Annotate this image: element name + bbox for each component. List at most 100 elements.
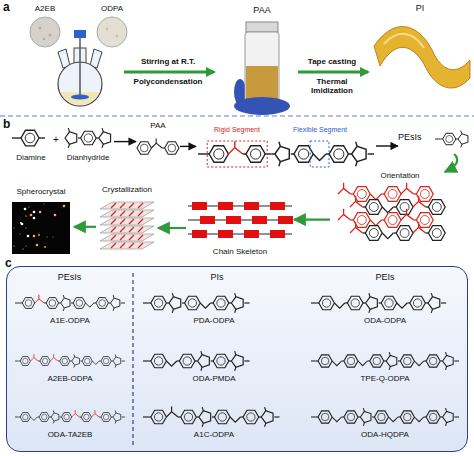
text-label: Tape casting: [294, 58, 370, 67]
node-label: A2EB-ODPA: [11, 375, 129, 384]
node-label: A1C-ODPA: [139, 431, 289, 440]
ether-link: [414, 361, 423, 366]
bond-line: [12, 137, 18, 138]
node-label: PEsIs: [7, 273, 132, 283]
film-highlight: [384, 34, 424, 48]
node-label: c: [5, 257, 12, 270]
aromatic-circle: [420, 216, 429, 225]
node-label: ODA-TA2EB: [11, 431, 129, 440]
aromatic-circle: [334, 149, 344, 159]
structure-drawing: [11, 347, 129, 393]
benzene-ring: [443, 133, 456, 144]
ether-link: [30, 417, 37, 420]
polymer-structure: [435, 131, 468, 148]
text-label: A2EB: [30, 5, 60, 14]
imide-ring: [65, 132, 77, 144]
aromatic-circle: [217, 299, 225, 307]
polymer-structure: [12, 130, 45, 146]
bond-line: [461, 131, 462, 134]
structure-node: Spherocrystal: [8, 188, 74, 256]
benzene-ring: [426, 411, 440, 423]
structure-drawing: [11, 403, 129, 449]
aromatic-circle: [103, 358, 109, 364]
bond-line: [33, 354, 34, 357]
powder-grain: [49, 34, 52, 37]
bond-line: [201, 367, 202, 371]
bond-line: [53, 410, 55, 412]
aromatic-circle: [400, 229, 409, 238]
lamella-chain: [129, 203, 134, 208]
bond-line: [63, 308, 65, 311]
aromatic-circle: [49, 300, 56, 307]
polymer-structure: [65, 128, 111, 148]
node-label: Flexible Segment: [284, 126, 356, 134]
flexible-box: [310, 141, 329, 167]
lamella-chain: [120, 219, 125, 224]
polymer-structure: [311, 352, 459, 370]
benzene-ring: [60, 357, 70, 366]
bond-line: [356, 162, 357, 167]
structure-node: Rigid SegmentFlexible Segment: [196, 122, 376, 172]
aromatic-circle: [347, 357, 355, 365]
polymer-structure: [15, 295, 125, 311]
bond-line: [311, 302, 316, 303]
benzene-ring: [61, 413, 71, 422]
bond-line: [156, 138, 157, 143]
spherulite-dot: [26, 216, 27, 217]
bond-line: [75, 410, 76, 413]
lamella-chain: [111, 219, 116, 224]
bond-line: [73, 354, 75, 356]
rigid-block: [270, 230, 285, 238]
aromatic-circle: [154, 299, 162, 307]
rigid-block: [244, 202, 259, 210]
polymer-structure: [338, 209, 433, 227]
spherulite-dot: [30, 214, 33, 217]
lamella-chain: [111, 235, 116, 240]
structure-node: Crystallization: [96, 186, 158, 254]
spherulite-dot: [47, 237, 48, 238]
bond-line: [15, 361, 18, 362]
aromatic-circle: [404, 413, 412, 421]
polymer-structure: [350, 222, 445, 240]
aromatic-circle: [183, 357, 191, 365]
node-label: Dianhydride: [62, 154, 114, 163]
ester-link: [413, 201, 426, 207]
benzene-ring: [151, 354, 167, 368]
bond-line: [143, 360, 148, 361]
bond-line: [39, 137, 45, 138]
lamella-chain: [129, 227, 134, 232]
bond-line: [172, 309, 173, 313]
powder-odpa: [97, 17, 127, 47]
spherulite-dot: [44, 246, 46, 248]
benzene-ring: [347, 296, 363, 310]
bond-line: [446, 423, 447, 426]
bond-line: [63, 295, 65, 298]
structure-node: PAA: [136, 120, 180, 168]
ester-link: [72, 414, 80, 417]
node-label: PEsIs: [398, 133, 422, 143]
bond-line: [68, 144, 69, 148]
structure-node: A2EB-ODPA: [11, 347, 129, 393]
text-label: Stirring at R.T.: [118, 58, 218, 67]
bond-line: [53, 421, 55, 423]
aromatic-circle: [404, 357, 412, 365]
aromatic-circle: [357, 216, 366, 225]
benzene-ring: [353, 187, 370, 202]
benzene-ring: [22, 298, 34, 309]
polymer-structure: [15, 354, 125, 367]
bond-line: [115, 365, 117, 367]
text-label: a: [3, 1, 10, 14]
bond-line: [122, 361, 125, 362]
ester-link: [50, 358, 58, 361]
spherulite-dot: [36, 244, 39, 247]
imide-ring: [113, 357, 121, 365]
spherulite-dot: [14, 228, 15, 229]
imide-ring: [99, 132, 111, 144]
structure-drawing: [139, 347, 289, 393]
bond-line: [15, 303, 20, 304]
flow-arrow: [114, 141, 136, 142]
spherulite-dot: [26, 228, 27, 229]
bond-line: [356, 142, 357, 147]
process-arrow: [298, 71, 368, 74]
aromatic-circle: [76, 300, 83, 307]
